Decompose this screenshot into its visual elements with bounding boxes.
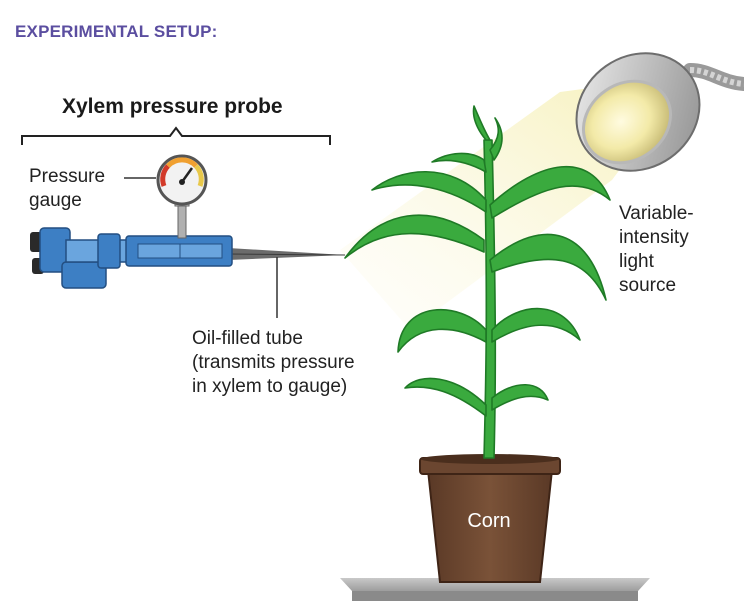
table-surface bbox=[340, 578, 650, 601]
pressure-gauge-label: Pressure gauge bbox=[29, 166, 106, 211]
pot-label: Corn bbox=[467, 510, 511, 532]
pressure-gauge-icon bbox=[156, 154, 208, 239]
probe-title: Xylem pressure probe bbox=[62, 95, 283, 118]
page-heading: EXPERIMENTAL SETUP: bbox=[15, 22, 218, 41]
probe-icon bbox=[30, 227, 346, 289]
probe-bracket bbox=[21, 126, 331, 145]
light-source-label: Variable- intensity light source bbox=[619, 203, 694, 296]
lamp-bulb bbox=[581, 79, 673, 165]
oil-tube-label: Oil-filled tube (transmits pressure in x… bbox=[192, 328, 355, 397]
lamp-icon bbox=[575, 52, 744, 172]
corn-plant-icon bbox=[344, 105, 611, 459]
pot-icon bbox=[419, 454, 561, 583]
